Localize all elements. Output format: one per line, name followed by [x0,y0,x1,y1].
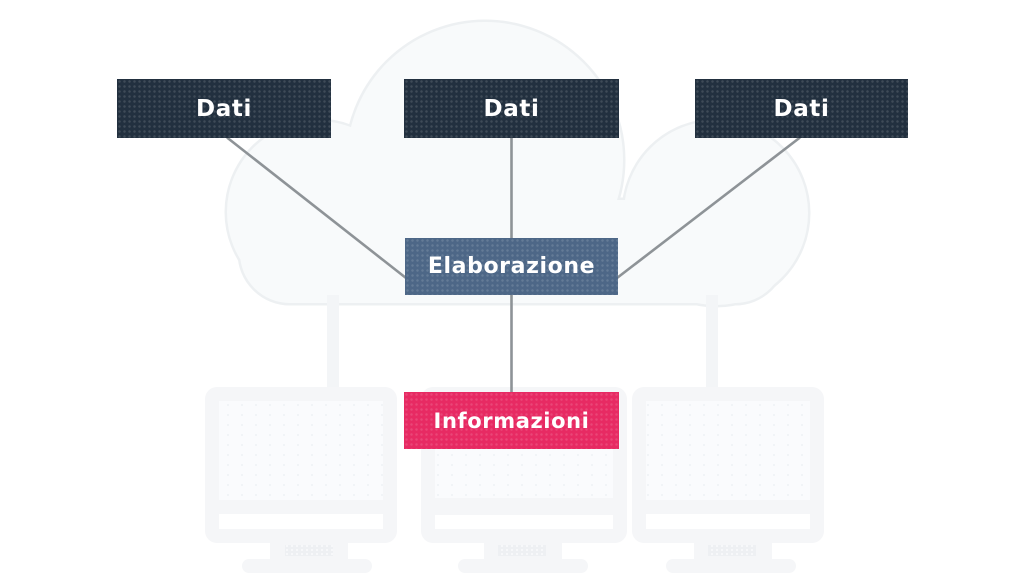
node-informazioni: Informazioni [404,392,619,449]
node-dati-1: Dati [117,79,331,138]
monitor-icon [632,387,824,573]
connector-dati3-elaborazione [616,136,801,280]
node-label: Informazioni [433,408,590,433]
monitor-icon [205,387,397,573]
node-label: Elaborazione [427,254,596,279]
node-dati-2: Dati [404,79,619,138]
node-label: Dati [196,95,252,122]
cloud-wire-left [327,295,339,390]
cloud-wire-right [706,295,718,390]
node-label: Dati [483,95,540,122]
node-dati-3: Dati [695,79,908,138]
node-label: Dati [773,95,830,122]
connector-dati1-elaborazione [226,136,407,280]
node-elaborazione: Elaborazione [405,238,618,295]
